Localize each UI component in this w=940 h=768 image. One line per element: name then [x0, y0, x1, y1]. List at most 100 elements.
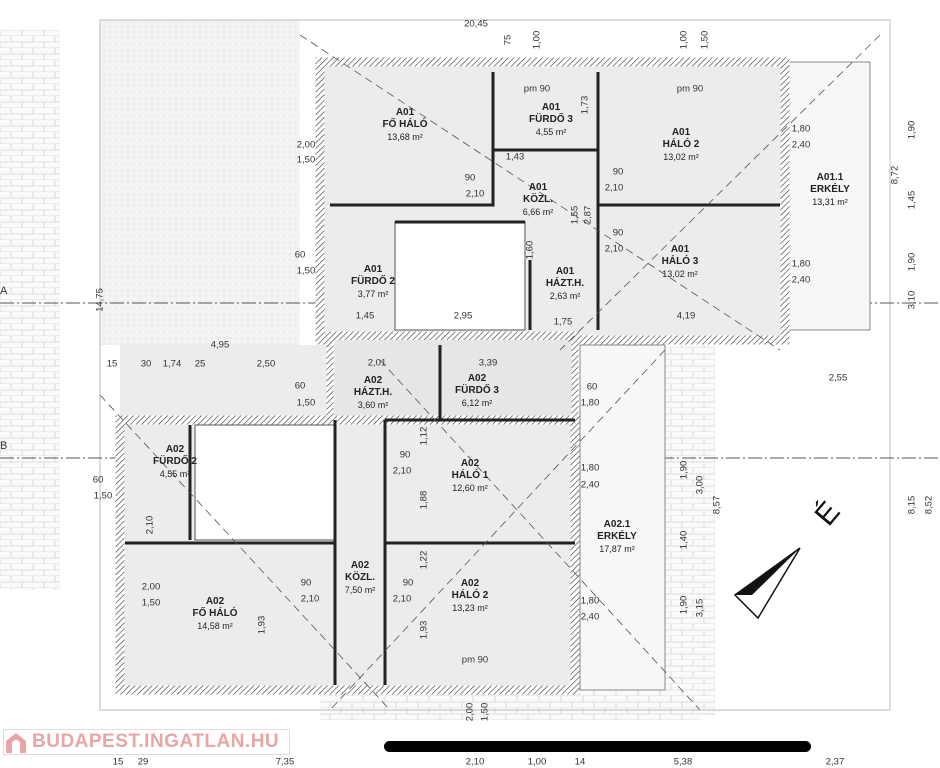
dimension-label: 2,40 — [791, 139, 811, 151]
dimension-label: 90 — [612, 166, 624, 178]
room-area: 2,63 m² — [549, 291, 581, 301]
dimension-label: 2,10 — [604, 182, 624, 194]
dimension-label: 2,10 — [392, 465, 412, 477]
dimension-label: 1,40 — [678, 530, 690, 550]
dimension-label: 2,50 — [256, 358, 276, 370]
dimension-label: 90 — [399, 449, 411, 461]
balcony-a01 — [784, 61, 871, 331]
dimension-label: 2,10 — [392, 593, 412, 605]
dimension-label: 14 — [574, 756, 586, 768]
dimension-label: 15 — [106, 358, 118, 370]
dimension-label: 2,10 — [300, 593, 320, 605]
room-area: 7,50 m² — [344, 585, 376, 595]
dimension-label: 2,00 — [296, 139, 316, 151]
dimension-label: 2,87 — [582, 205, 594, 225]
dimension-label: 3,10 — [906, 290, 918, 310]
dimension-label: 1,22 — [418, 550, 430, 570]
paving-bottom — [320, 690, 700, 720]
dimension-label: 8,57 — [711, 495, 723, 515]
dimension-label: 90 — [612, 227, 624, 239]
dimension-label: 1,43 — [505, 151, 525, 163]
dimension-label: 1,80 — [580, 462, 600, 474]
dimension-label: 1,50 — [479, 702, 491, 722]
dimension-label: 1,50 — [296, 265, 316, 277]
dimension-label: 1,50 — [296, 154, 316, 166]
dimension-label: 1,75 — [553, 316, 573, 328]
dimension-label: 90 — [464, 172, 476, 184]
dimension-label: 90 — [402, 577, 414, 589]
dimension-label: 1,90 — [678, 595, 690, 615]
dimension-label: 1,50 — [141, 597, 161, 609]
dimension-label: 1,90 — [906, 252, 918, 272]
dimension-label: 5,38 — [673, 756, 693, 768]
axis-label-a: A — [0, 285, 8, 297]
dimension-label: 8,72 — [889, 165, 901, 185]
dimension-label: 1,50 — [296, 397, 316, 409]
paving-right-a02 — [665, 345, 715, 715]
watermark-text: BUDAPEST.INGATLAN.HU — [32, 731, 280, 752]
dimension-label: 2,37 — [825, 756, 845, 768]
home-indicator-bar[interactable] — [384, 741, 811, 752]
dimension-label: 1,80 — [791, 258, 811, 270]
dimension-label: 1,80 — [580, 397, 600, 409]
dimension-label: 14,75 — [94, 288, 106, 312]
dimension-label: 1,93 — [256, 615, 268, 635]
dimension-label: 1,45 — [906, 190, 918, 210]
room-area: 4,55 m² — [535, 127, 567, 137]
dimension-label: 2,95 — [453, 310, 473, 322]
dimension-label: 1,88 — [418, 490, 430, 510]
room-area: 13,23 m² — [452, 603, 488, 613]
dimension-label: 1,00 — [527, 756, 547, 768]
house-logo-icon — [6, 733, 26, 753]
dimension-label: 1,45 — [355, 310, 375, 322]
watermark-logo: BUDAPEST.INGATLAN.HU — [3, 729, 290, 755]
dimension-label: 60 — [294, 249, 306, 261]
dimension-label: 1,50 — [93, 490, 113, 502]
dimension-label: pm 90 — [676, 83, 704, 95]
room-area: 3,77 m² — [357, 289, 389, 299]
dimension-label: 2,40 — [791, 274, 811, 286]
dimension-label: 2,00 — [464, 702, 476, 722]
dimension-label: 20,45 — [464, 18, 488, 30]
dimension-label: 1,74 — [162, 358, 182, 370]
dimension-label: 1,80 — [580, 595, 600, 607]
dimension-label: 29 — [137, 756, 149, 768]
axis-label-b: B — [0, 440, 8, 452]
room-area: 13,68 m² — [387, 132, 423, 142]
dimension-label: 3,15 — [694, 598, 706, 618]
room-area: 6,12 m² — [461, 398, 493, 408]
room-area: 12,60 m² — [452, 483, 488, 493]
balcony-a02 — [579, 344, 666, 691]
dimension-label: 25 — [194, 358, 206, 370]
dimension-label: 2,01 — [367, 357, 387, 369]
dimension-label: pm 90 — [523, 83, 551, 95]
dimension-label: 1,80 — [791, 123, 811, 135]
room-area: 14,58 m² — [197, 621, 233, 631]
dimension-label: 1,90 — [678, 460, 690, 480]
dimension-label: 90 — [300, 577, 312, 589]
dimension-label: 60 — [92, 474, 104, 486]
